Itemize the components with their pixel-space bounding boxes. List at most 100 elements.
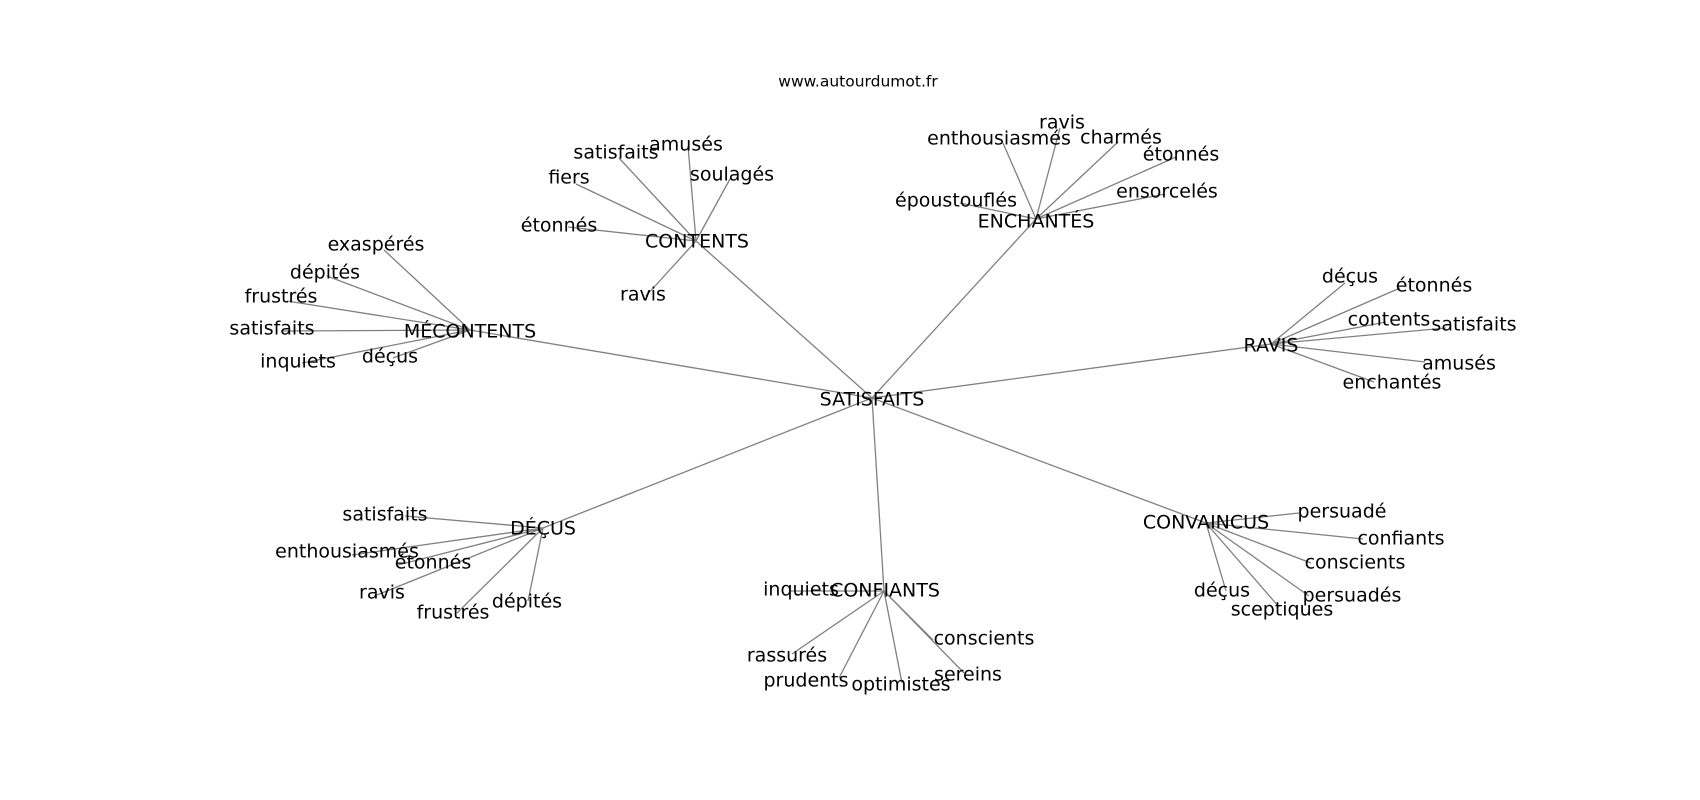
leaf-node-confiants-sereins[interactable]: sereins [934,664,1002,686]
edge-ravis-etonnes [1270,287,1401,345]
edge-root-ravis [871,343,1272,399]
edge-decus-depites [527,527,544,602]
edge-decus-satisfaits [404,515,544,529]
leaf-node-enchantes-ravis[interactable]: ravis [1039,112,1085,134]
leaf-node-ravis-contents[interactable]: contents [1348,309,1431,331]
edge-root-mecontents [469,329,873,399]
leaf-node-convaincus-confiants[interactable]: confiants [1357,528,1444,550]
leaf-node-confiants-inquiets[interactable]: inquiets [763,579,839,601]
edge-enchantes-etonnes [1035,156,1177,220]
leaf-node-mecontents-frustres[interactable]: frustrés [245,286,318,308]
edge-convaincus-conscients [1205,522,1312,564]
group-node-confiants[interactable]: CONFIANTS [830,580,940,602]
edge-decus-ravis [376,527,544,596]
edge-ravis-enchantes [1270,343,1375,383]
edge-enchantes-enthousiasmes [1002,142,1037,220]
leaf-node-ravis-enchantes[interactable]: enchantés [1343,372,1442,394]
leaf-node-decus-satisfaits[interactable]: satisfaits [342,504,427,526]
edge-decus-enthousiasmes [351,527,544,556]
leaf-node-decus-frustres[interactable]: frustrés [417,602,490,624]
edge-contents-soulages [695,178,731,242]
graph-labels: www.autourdumot.fr exaspérésdépitésfrust… [229,73,1516,696]
leaf-node-mecontents-decus[interactable]: déçus [362,346,418,368]
edge-root-convaincus [871,397,1207,524]
leaf-node-ravis-decus[interactable]: déçus [1322,266,1378,288]
edge-confiants-sereins [883,590,965,674]
edge-root-confiants [871,397,885,592]
leaf-node-enchantes-charmes[interactable]: charmés [1080,127,1162,149]
edge-ravis-contents [1270,321,1387,345]
group-node-enchantes[interactable]: ENCHANTÉS [978,210,1095,233]
leaf-node-confiants-prudents[interactable]: prudents [763,670,848,692]
leaf-node-convaincus-conscients[interactable]: conscients [1305,552,1406,574]
leaf-node-decus-etonnes[interactable]: étonnés [395,552,471,574]
leaf-node-decus-enthousiasmes[interactable]: enthousiasmés [275,541,419,563]
leaf-node-enchantes-epoustoufles[interactable]: époustouflés [895,190,1017,212]
group-node-decus[interactable]: DÉÇUS [510,517,576,540]
edge-convaincus-persuade [1205,512,1300,524]
leaf-node-ravis-amuses[interactable]: amusés [1422,353,1496,375]
leaf-node-contents-fiers[interactable]: fiers [548,167,589,189]
leaf-node-enchantes-ensorceles[interactable]: ensorcelés [1116,181,1218,203]
leaf-node-mecontents-inquiets[interactable]: inquiets [260,351,336,373]
edge-enchantes-charmes [1035,141,1119,220]
edge-contents-etonnes [567,226,697,242]
edge-mecontents-satisfaits [280,329,471,332]
edge-root-contents [695,240,873,399]
edge-confiants-rassures [791,590,885,655]
leaf-node-decus-ravis[interactable]: ravis [359,582,405,604]
edge-mecontents-decus [392,329,471,359]
edge-enchantes-ravis [1035,127,1061,220]
leaf-node-mecontents-satisfaits[interactable]: satisfaits [229,318,314,340]
graph-edges [280,127,1447,684]
edge-convaincus-sceptiques [1205,522,1280,608]
leaf-node-convaincus-sceptiques[interactable]: sceptiques [1231,599,1334,621]
edge-convaincus-confiants [1205,522,1364,540]
leaf-node-confiants-conscients[interactable]: conscients [934,628,1035,650]
leaf-node-confiants-optimistes[interactable]: optimistes [851,674,950,696]
leaf-node-mecontents-exasperes[interactable]: exaspérés [328,234,425,256]
edge-confiants-prudents [838,590,885,679]
edge-contents-fiers [575,183,697,242]
edge-enchantes-ensorceles [1035,193,1166,220]
edge-convaincus-decus [1205,522,1227,592]
leaf-node-enchantes-etonnes[interactable]: étonnés [1143,144,1219,166]
edge-root-decus [542,397,873,529]
leaf-node-decus-depites[interactable]: dépités [492,591,562,613]
edge-contents-satisfaits [618,157,697,242]
leaf-node-contents-etonnes[interactable]: étonnés [521,215,597,237]
leaf-node-enchantes-enthousiasmes[interactable]: enthousiasmés [927,128,1071,150]
edge-mecontents-depites [326,275,471,331]
leaf-node-ravis-etonnes[interactable]: étonnés [1396,275,1472,297]
leaf-node-convaincus-decus[interactable]: déçus [1194,580,1250,602]
edge-contents-amuses [687,145,697,242]
edge-mecontents-inquiets [301,329,471,364]
edge-contents-ravis [645,240,697,297]
edge-ravis-amuses [1270,343,1426,363]
group-node-ravis[interactable]: RAVIS [1244,335,1299,357]
group-node-mecontents[interactable]: MÉCONTENTS [404,320,536,343]
leaf-node-convaincus-persuade[interactable]: persuadé [1298,501,1387,523]
leaf-node-contents-satisfaits[interactable]: satisfaits [573,142,658,164]
source-label: www.autourdumot.fr [778,73,938,91]
group-node-contents[interactable]: CONTENTS [645,231,749,253]
leaf-node-convaincus-persuades[interactable]: persuadés [1303,585,1402,607]
leaf-node-contents-soulages[interactable]: soulagés [690,164,774,186]
edge-convaincus-persuades [1205,522,1310,597]
edge-decus-etonnes [397,527,544,566]
leaf-node-contents-amuses[interactable]: amusés [649,134,723,156]
edge-mecontents-exasperes [383,249,471,331]
edge-ravis-satisfaits [1270,327,1447,345]
leaf-node-mecontents-depites[interactable]: dépités [290,262,360,284]
edge-enchantes-epoustoufles [959,202,1037,220]
leaf-node-contents-ravis[interactable]: ravis [620,284,666,306]
leaf-node-ravis-satisfaits[interactable]: satisfaits [1431,314,1516,336]
edge-mecontents-frustres [286,300,471,331]
leaf-node-confiants-rassures[interactable]: rassurés [747,645,827,667]
group-node-convaincus[interactable]: CONVAINCUS [1143,512,1269,534]
edge-root-enchantes [871,218,1037,399]
edge-confiants-optimistes [883,590,903,684]
root-node-satisfaits[interactable]: SATISFAITS [820,389,925,411]
edge-decus-frustres [456,527,544,614]
